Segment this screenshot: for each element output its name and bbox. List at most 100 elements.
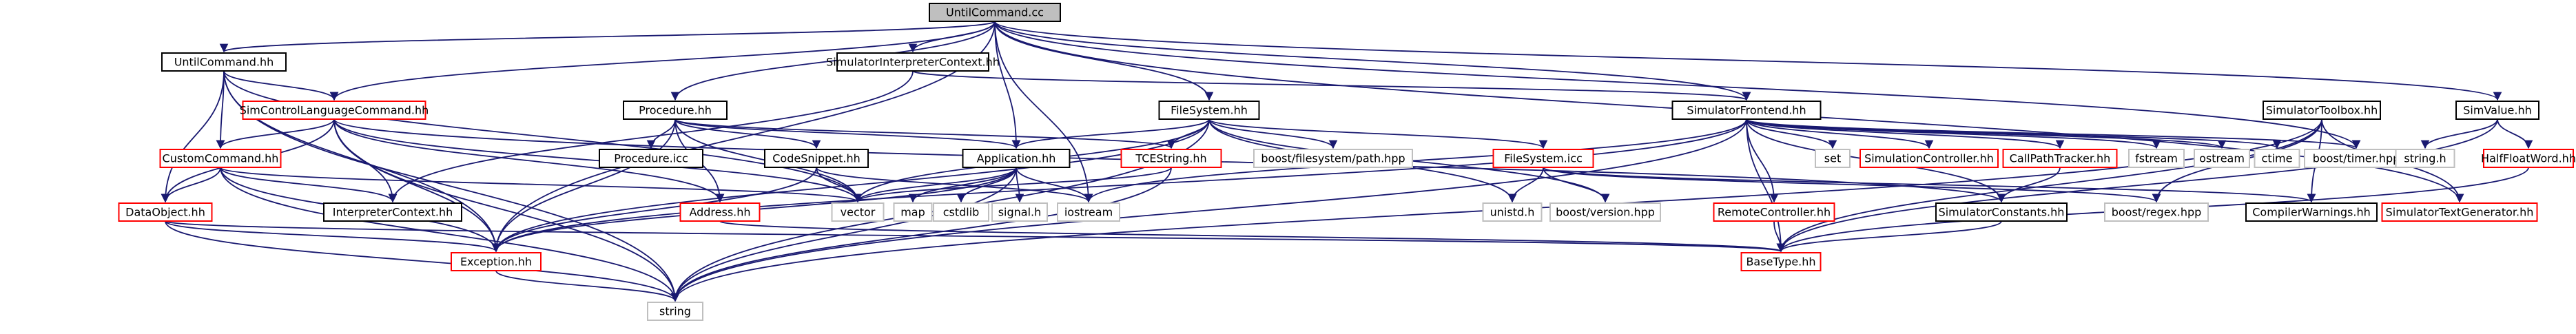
node-basetype[interactable]: BaseType.hh <box>1740 252 1822 271</box>
node-box <box>647 302 703 321</box>
node-box <box>2254 149 2300 168</box>
node-box <box>1740 252 1822 271</box>
edge-simcontrol-to-string <box>333 118 680 302</box>
node-box <box>1057 202 1120 222</box>
node-boost-version: boost/version.hpp <box>1549 202 1661 222</box>
edge-simfrontend-to-exception <box>491 118 1747 253</box>
edge-exception-to-string <box>495 270 680 302</box>
node-halffloat[interactable]: HalfFloatWord.hh <box>2481 149 2576 168</box>
edge-tcestring-to-vector <box>853 167 1172 203</box>
node-filesystem-icc[interactable]: FileSystem.icc <box>1492 149 1594 168</box>
node-box <box>2395 149 2455 168</box>
node-remotectl[interactable]: RemoteController.hh <box>1713 202 1835 222</box>
node-box <box>1815 149 1851 168</box>
node-compwarn[interactable]: CompilerWarnings.hh <box>2245 202 2378 222</box>
node-box <box>242 101 426 120</box>
node-untilcommand-hh[interactable]: UntilCommand.hh <box>161 52 287 72</box>
node-interpctx[interactable]: InterpreterContext.hh <box>323 202 462 222</box>
node-box <box>1549 202 1661 222</box>
node-label: TCEString.hh <box>1135 152 1206 165</box>
edge-untilcommand_cc-to-procedure_hh <box>670 21 996 101</box>
node-address[interactable]: Address.hh <box>679 202 761 222</box>
node-label: SimControlLanguageCommand.hh <box>240 104 429 117</box>
edge-untilcommand_hh-to-exception <box>223 70 501 253</box>
edge-untilcommand_hh-to-vector <box>223 70 863 203</box>
node-ctime: ctime <box>2254 149 2300 168</box>
edge-simcontrol-to-address <box>333 118 725 203</box>
edge-procedure_hh-to-tcestring <box>674 118 1175 149</box>
node-box <box>1120 149 1222 168</box>
edge-simfrontend-to-remotectl <box>1746 118 1779 203</box>
node-box <box>2104 202 2209 222</box>
node-customcmd[interactable]: CustomCommand.hh <box>159 149 282 168</box>
edge-simint-to-simfrontend <box>912 70 1751 101</box>
node-callpath[interactable]: CallPathTracker.hh <box>2002 149 2118 168</box>
edge-filesystem_hh-to-application <box>1011 118 1210 149</box>
node-string: string <box>647 302 703 321</box>
node-box <box>599 149 703 168</box>
node-simvalue[interactable]: SimValue.hh <box>2455 101 2539 120</box>
edge-tcestring-to-string <box>670 167 1172 302</box>
node-box <box>2381 202 2538 222</box>
node-application[interactable]: Application.hh <box>962 149 1071 168</box>
node-box <box>1492 149 1594 168</box>
node-box <box>1859 149 1999 168</box>
node-exception[interactable]: Exception.hh <box>451 252 542 271</box>
node-box <box>2263 101 2381 120</box>
node-label: boost/timer.hpp <box>2313 152 2400 165</box>
node-label: ostream <box>2199 152 2245 165</box>
node-codesnippet[interactable]: CodeSnippet.hh <box>764 149 869 168</box>
node-simcontroller[interactable]: SimulationController.hh <box>1859 149 1999 168</box>
edge-customcmd-to-dataobject <box>161 167 221 203</box>
edge-untilcommand_cc-to-filesystem_hh <box>994 21 1214 101</box>
node-label: CompilerWarnings.hh <box>2252 206 2371 219</box>
node-box <box>2455 101 2539 120</box>
node-dataobject[interactable]: DataObject.hh <box>118 202 213 222</box>
file-nodes: UntilCommand.ccUntilCommand.hhSimControl… <box>118 3 2576 321</box>
edge-customcmd-to-vector <box>220 167 862 203</box>
node-filesystem-hh[interactable]: FileSystem.hh <box>1158 101 1260 120</box>
node-tcestring[interactable]: TCEString.hh <box>1120 149 1222 168</box>
node-box <box>831 202 885 222</box>
node-simint[interactable]: SimulatorInterpreterContext.hh <box>826 52 1000 72</box>
node-label: SimulationController.hh <box>1864 152 1994 165</box>
edge-address-to-basetype <box>719 220 1785 253</box>
node-box <box>836 52 989 72</box>
node-simtextgen[interactable]: SimulatorTextGenerator.hh <box>2381 202 2538 222</box>
edge-untilcommand_hh-to-dataobject <box>161 70 225 203</box>
node-label: CodeSnippet.hh <box>772 152 861 165</box>
edge-untilcommand_cc-to-iostream <box>994 21 1093 203</box>
node-label: boost/regex.hpp <box>2112 206 2202 219</box>
node-vector: vector <box>831 202 885 222</box>
edge-simfrontend-to-simcontroller <box>1746 118 1934 149</box>
node-simfrontend[interactable]: SimulatorFrontend.hh <box>1671 101 1822 120</box>
node-untilcommand-cc: UntilCommand.cc <box>929 3 1061 22</box>
node-label: signal.h <box>998 206 1042 219</box>
node-box <box>323 202 462 222</box>
edge-dataobject-to-exception <box>165 220 501 253</box>
edge-simfrontend-to-iostream <box>1084 118 1747 203</box>
node-box <box>1158 101 1260 120</box>
edge-procedure_hh-to-application <box>674 118 1021 149</box>
node-simconst[interactable]: SimulatorConstants.hh <box>1935 202 2068 222</box>
node-box <box>929 3 1061 22</box>
node-box <box>2128 149 2185 168</box>
node-box <box>2245 202 2378 222</box>
node-simtoolbox[interactable]: SimulatorToolbox.hh <box>2263 101 2381 120</box>
node-simcontrol[interactable]: SimControlLanguageCommand.hh <box>240 101 429 120</box>
node-box <box>933 202 989 222</box>
node-label: SimulatorFrontend.hh <box>1687 104 1806 117</box>
node-procedure-icc[interactable]: Procedure.icc <box>599 149 703 168</box>
node-box <box>1935 202 2068 222</box>
edge-simcontrol-to-customcmd <box>216 118 335 149</box>
node-label: BaseType.hh <box>1746 255 1815 269</box>
node-box <box>1713 202 1835 222</box>
node-procedure-hh[interactable]: Procedure.hh <box>623 101 728 120</box>
node-box <box>623 101 728 120</box>
edge-simfrontend-to-callpath <box>1746 118 2065 149</box>
node-box <box>1482 202 1543 222</box>
node-label: SimValue.hh <box>2463 104 2532 117</box>
node-label: HalfFloatWord.hh <box>2481 152 2576 165</box>
edge-untilcommand_hh-to-simcontrol <box>223 70 339 101</box>
node-label: UntilCommand.cc <box>946 6 1044 19</box>
